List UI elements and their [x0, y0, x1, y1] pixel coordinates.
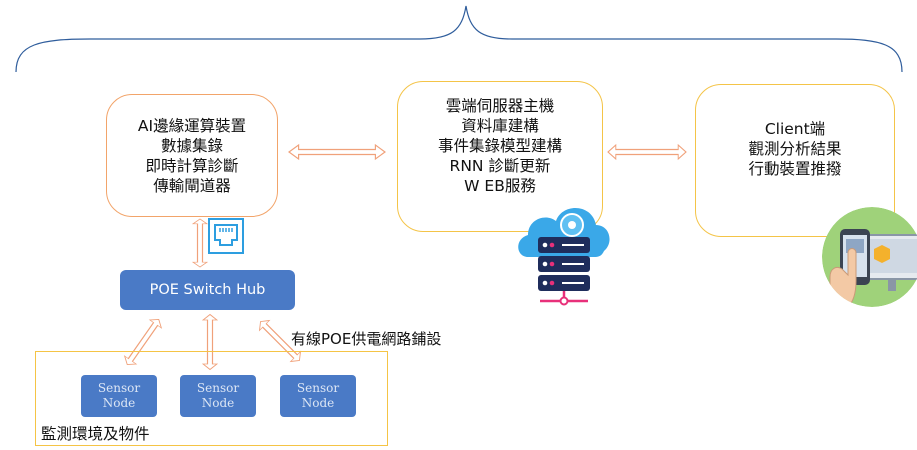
- cloud-line-1: 雲端伺服器主機: [445, 97, 555, 115]
- arrow-edge-cloud: [288, 144, 386, 160]
- cloud-server-icon: [514, 195, 614, 314]
- arrow-edge-hub: [192, 218, 208, 268]
- cloud-line-5: W EB服務: [464, 177, 536, 195]
- client-line-2: 觀測分析結果: [748, 140, 842, 158]
- sensor-node: Sensor Node: [180, 375, 256, 417]
- top-brace: [15, 5, 903, 73]
- edge-device-box: AI邊緣運算裝置 數據集錄 即時計算診斷 傳輸閘道器: [106, 94, 278, 217]
- sensor-line-1: Sensor: [296, 381, 340, 395]
- sensor-line-2: Node: [102, 396, 136, 410]
- sensor-line-1: Sensor: [97, 381, 141, 395]
- edge-line-2: 數據集錄: [160, 136, 223, 155]
- ethernet-port-icon: [208, 218, 244, 254]
- sensor-node: Sensor Node: [81, 375, 157, 417]
- cloud-line-3: 事件集錄模型建構: [437, 137, 562, 155]
- arrow-cloud-client: [607, 144, 687, 160]
- edge-line-3: 即時計算診斷: [145, 156, 239, 175]
- sensor-line-2: Node: [301, 396, 335, 410]
- poe-switch-hub: POE Switch Hub: [120, 270, 295, 310]
- cloud-server-box: 雲端伺服器主機 資料庫建構 事件集錄模型建構 RNN 診斷更新 W EB服務: [397, 81, 603, 232]
- client-line-3: 行動裝置推撥: [748, 160, 842, 178]
- client-line-1: Client端: [764, 120, 826, 138]
- edge-line-4: 傳輸閘道器: [153, 176, 231, 195]
- edge-line-1: AI邊緣運算裝置: [137, 116, 247, 135]
- sensor-line-2: Node: [201, 396, 235, 410]
- environment-label: 監測環境及物件: [41, 425, 150, 443]
- sensor-node: Sensor Node: [280, 375, 356, 417]
- cloud-line-4: RNN 診斷更新: [449, 157, 551, 175]
- wired-poe-label: 有線POE供電網路鋪設: [291, 330, 442, 348]
- cloud-line-2: 資料庫建構: [461, 117, 539, 135]
- environment-box: [35, 351, 388, 446]
- sensor-line-1: Sensor: [196, 381, 240, 395]
- mobile-device-icon: [822, 207, 917, 307]
